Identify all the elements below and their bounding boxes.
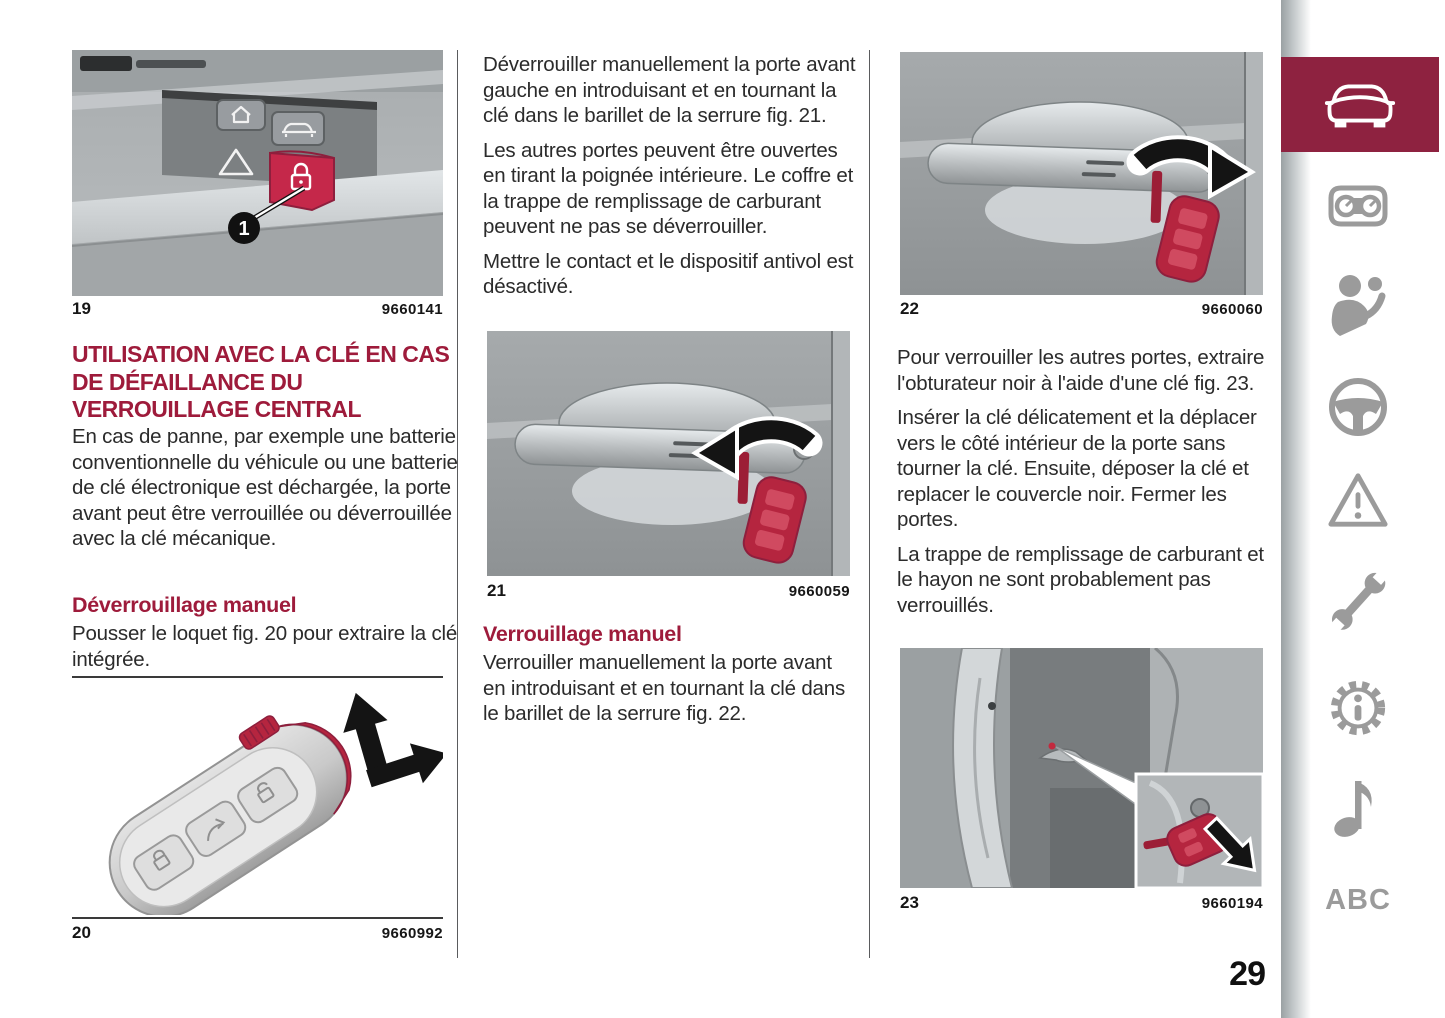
figure-19-door-panel-lock-button: 1 [72, 50, 443, 296]
middle-column-text: Déverrouiller manuellement la porte avan… [483, 52, 859, 309]
key-lock-button [133, 834, 195, 891]
figure-20-bottom-rule [72, 917, 443, 919]
slide-key-arrow [1202, 815, 1257, 873]
mechanical-key [1150, 170, 1220, 283]
key-trunk-button [185, 800, 247, 857]
figure-20-key-fob [72, 681, 443, 915]
turn-clockwise-arrow [1126, 135, 1256, 200]
chapter-icon-technical-data [1327, 676, 1389, 740]
page-edge-shadow [1281, 0, 1311, 1018]
chapter-icon-emergency [1327, 470, 1389, 530]
mechanical-key [737, 451, 807, 564]
figure-22-caption: 22 9660060 [900, 299, 1263, 319]
figure-22-door-handle-lock [900, 52, 1263, 295]
chapter-icon-dashboard [1327, 182, 1389, 232]
extract-key-arrow [366, 743, 443, 788]
music-note-icon [1334, 781, 1372, 837]
figure-20-top-rule [72, 676, 443, 678]
key-red-latch [238, 715, 352, 815]
figure-20-caption: 20 9660992 [72, 923, 443, 943]
figure-23-door-edge-plug [900, 648, 1263, 888]
subheading-verrouillage-manuel: Verrouillage manuel [483, 622, 682, 646]
chapter-tab-index: ABC [1325, 884, 1391, 916]
door-edge [952, 648, 1014, 888]
figure-23-caption: 23 9660194 [900, 893, 1263, 913]
subheading-deverrouillage-manuel: Déverrouillage manuel [72, 593, 297, 617]
column-divider [869, 50, 870, 958]
middle-paragraph-1: Déverrouiller manuellement la porte avan… [483, 53, 856, 127]
airbag-safety-icon [1331, 275, 1386, 336]
figure-20-label: 20 [72, 923, 91, 942]
key-fob-body [108, 715, 352, 915]
home-button-icon [216, 99, 266, 131]
key-unlock-button [237, 766, 299, 824]
push-latch-arrow [343, 692, 391, 785]
warning-triangle-icon [1328, 473, 1388, 527]
chapter-icon-driving [1327, 376, 1389, 438]
car-button-icon [271, 111, 325, 146]
inset-detail [1134, 772, 1263, 888]
chapter-icon-safety [1327, 272, 1389, 338]
left-paragraph-2: Pousser le loquet fig. 20 pour extraire … [72, 622, 458, 671]
instrument-cluster-icon [1328, 185, 1388, 227]
figure-21-code: 9660059 [788, 583, 850, 600]
callout-1-number: 1 [238, 218, 249, 240]
chapter-icon-multimedia [1327, 773, 1389, 839]
figure-21-caption: 21 9660059 [487, 581, 850, 601]
callout-1: 1 [228, 185, 306, 244]
right-paragraph-3: La trappe de remplissage de carburant et… [897, 542, 1264, 617]
figure-22-label: 22 [900, 299, 919, 318]
wrench-icon [1329, 569, 1388, 633]
middle-paragraph-4: Verrouiller manuellement la porte avant … [483, 651, 845, 725]
middle-paragraph-3: Mettre le contact et le dispositif antiv… [483, 249, 854, 299]
chapter-tab-vehicle-active [1281, 57, 1439, 152]
figure-19-caption: 19 9660141 [72, 299, 443, 319]
figure-21-door-handle-unlock [487, 331, 850, 576]
chapter-icon-maintenance [1327, 563, 1389, 641]
turn-counterclockwise-arrow [691, 416, 823, 481]
section-heading: UTILISATION AVEC LA CLÉ EN CAS DE DÉFAIL… [72, 341, 450, 422]
figure-23-label: 23 [900, 893, 919, 912]
hazard-triangle-icon [218, 148, 254, 176]
right-paragraph-1: Pour verrouiller les autres portes, extr… [897, 346, 1265, 395]
figure-19-label: 19 [72, 299, 91, 318]
middle-paragraph-2: Les autres portes peuvent être ouvertes … [483, 138, 854, 239]
figure-20-code: 9660992 [381, 925, 443, 942]
figure-22-code: 9660060 [1201, 301, 1263, 318]
steering-wheel-icon [1329, 378, 1387, 436]
figure-23-code: 9660194 [1201, 895, 1263, 912]
figure-21-label: 21 [487, 581, 506, 600]
column-divider [457, 50, 458, 958]
car-icon [1324, 84, 1396, 127]
plug-location-dot [1048, 742, 1056, 750]
gear-info-icon [1330, 680, 1386, 736]
right-column-text: Pour verrouiller les autres portes, extr… [897, 345, 1269, 627]
handle-recess [572, 457, 772, 525]
figure-19-code: 9660141 [381, 301, 443, 318]
right-paragraph-2: Insérer la clé délicatement et la déplac… [897, 406, 1257, 531]
left-paragraph-1: En cas de panne, par exemple une batteri… [72, 425, 458, 550]
page-number: 29 [1229, 955, 1266, 993]
